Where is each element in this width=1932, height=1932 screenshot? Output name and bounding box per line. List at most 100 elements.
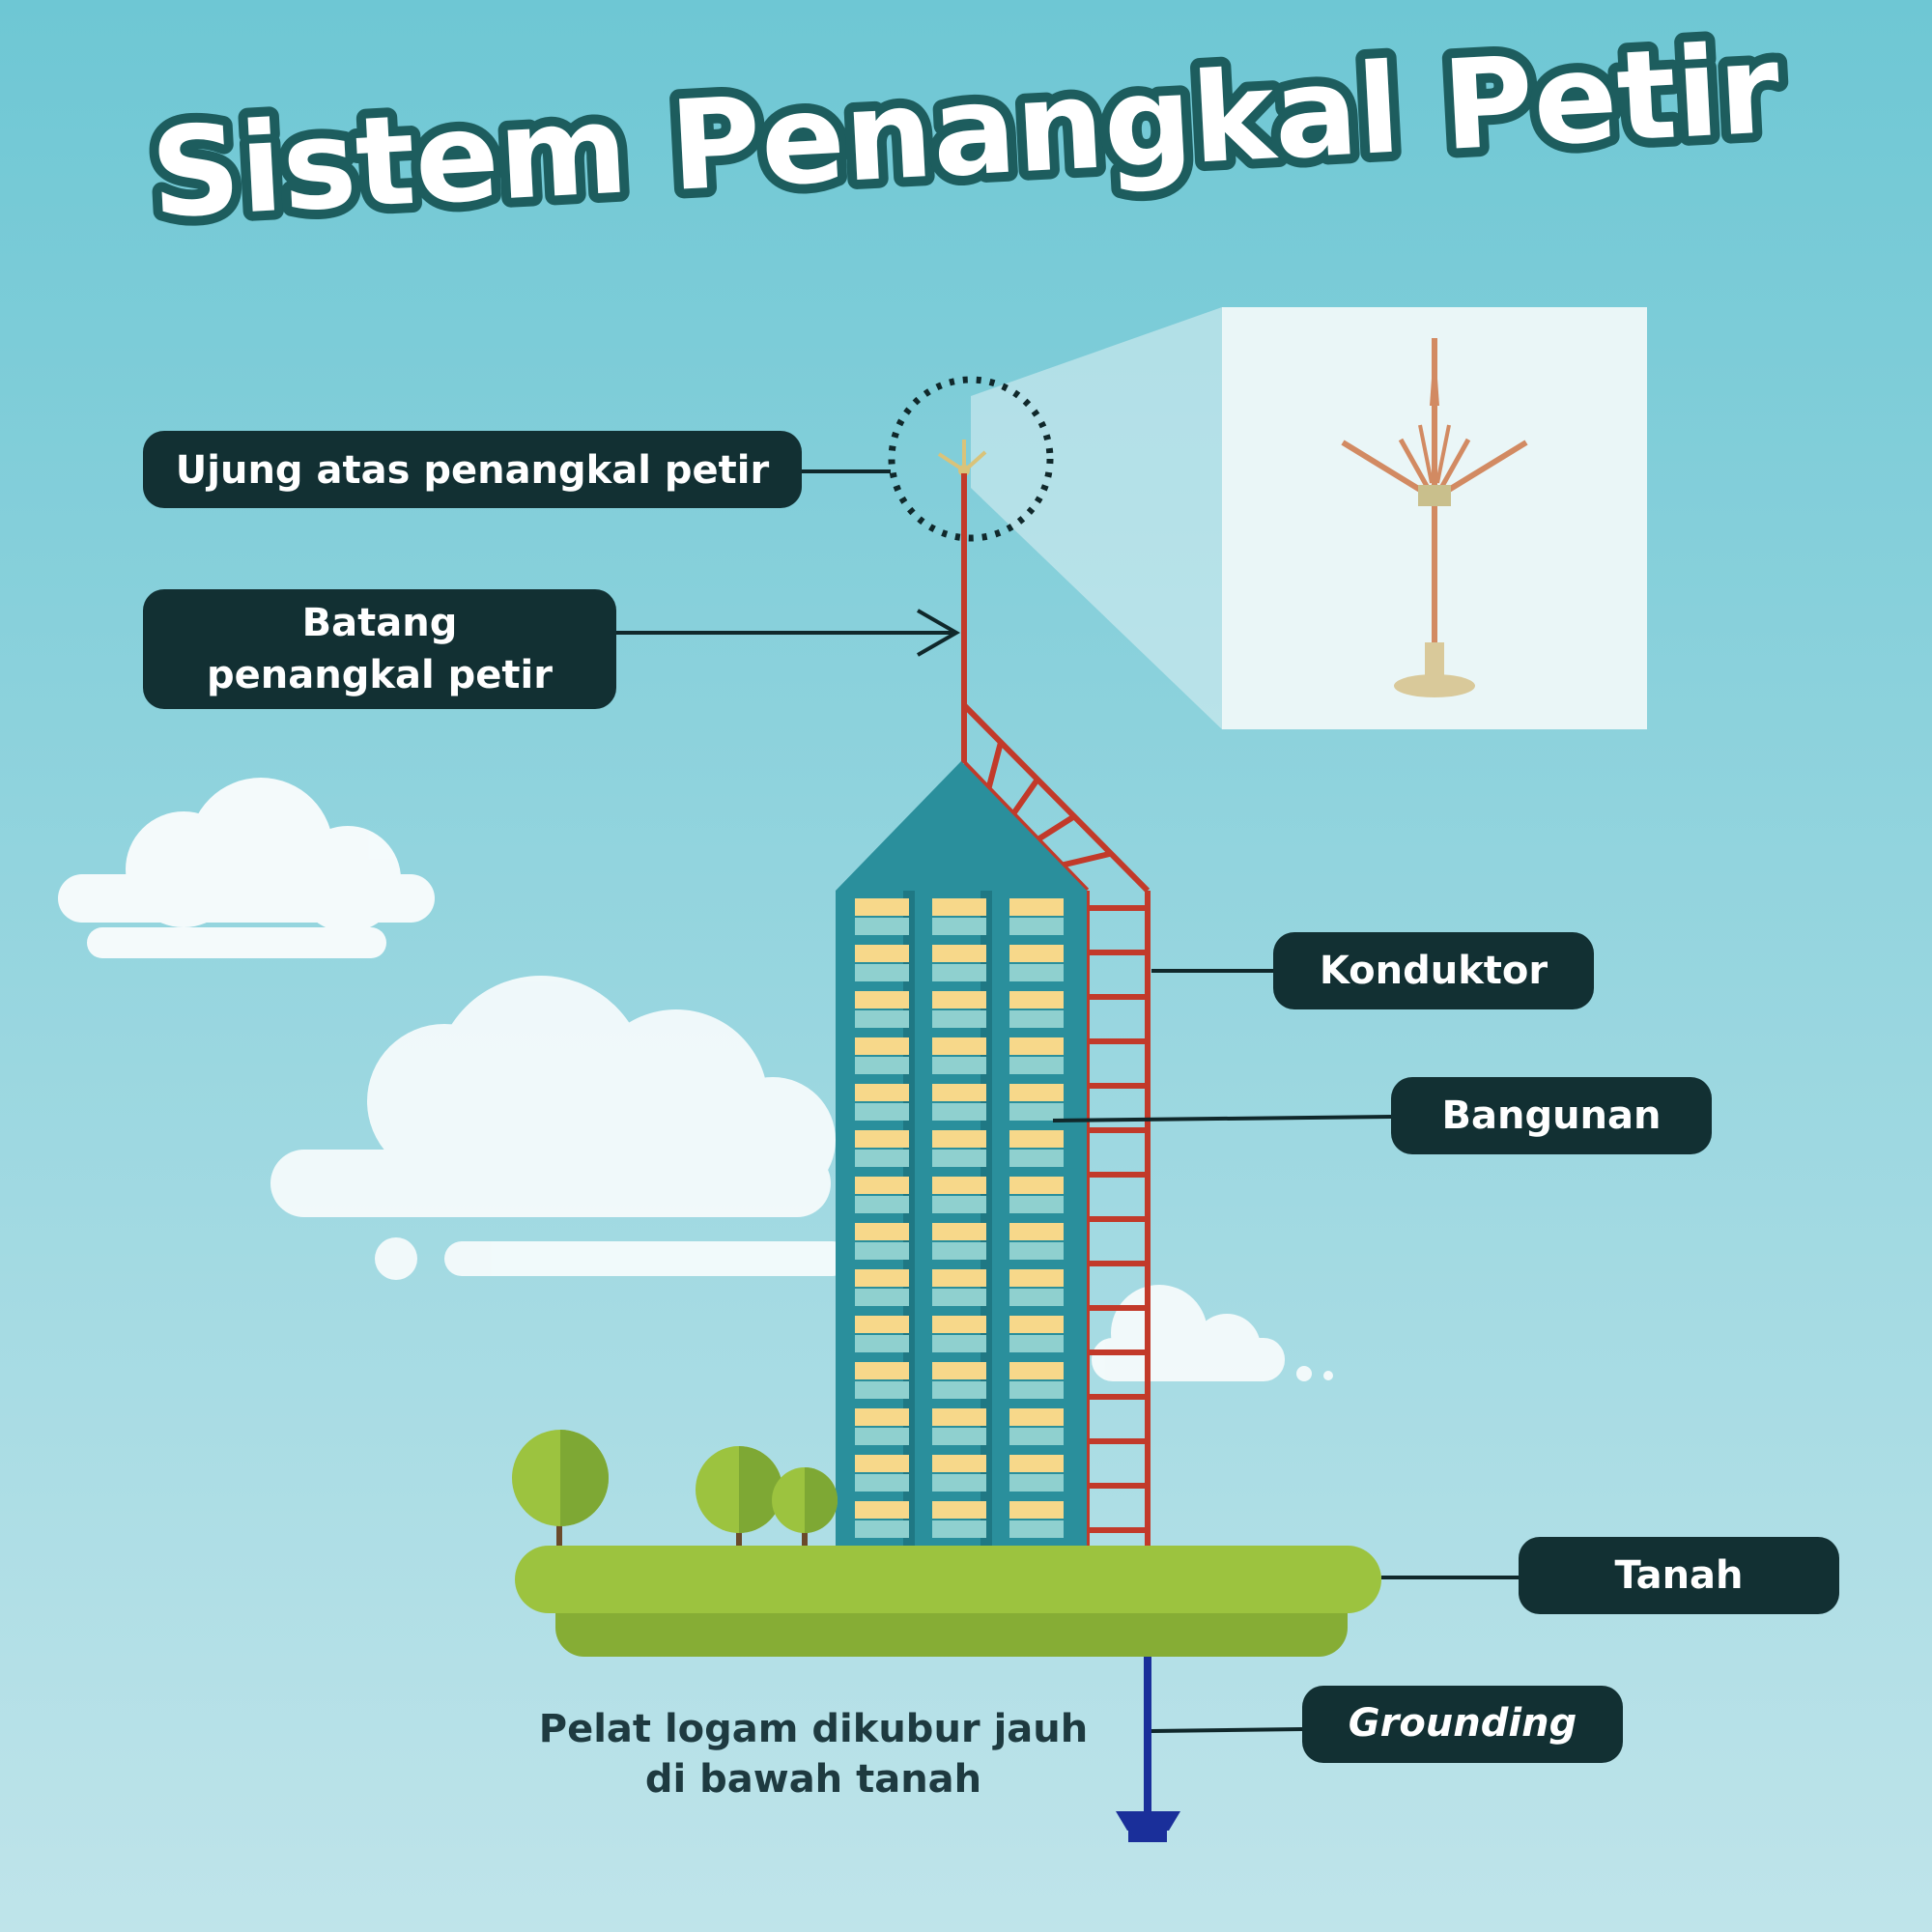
label-rod-text-2: penangkal petir bbox=[207, 653, 553, 697]
window bbox=[932, 1130, 986, 1148]
window bbox=[932, 1408, 986, 1426]
window-glass bbox=[932, 1103, 986, 1121]
window-glass bbox=[932, 1474, 986, 1492]
window bbox=[855, 1455, 909, 1472]
leader-grounding bbox=[1151, 1727, 1303, 1733]
window-glass bbox=[932, 1196, 986, 1213]
window-glass bbox=[855, 964, 909, 981]
label-tip-text: Ujung atas penangkal petir bbox=[176, 448, 770, 493]
window bbox=[1009, 1269, 1064, 1287]
building bbox=[836, 761, 1087, 1548]
cloud-right bbox=[1092, 1285, 1333, 1381]
window-glass bbox=[1009, 1196, 1064, 1213]
label-building: Bangunan bbox=[1391, 1077, 1712, 1154]
window-glass bbox=[855, 918, 909, 935]
window-glass bbox=[1009, 1335, 1064, 1352]
tree-icon bbox=[512, 1430, 609, 1550]
window-glass bbox=[855, 1335, 909, 1352]
caption-line-2: di bawah tanah bbox=[645, 1757, 981, 1802]
label-grounding-text: Grounding bbox=[1349, 1701, 1577, 1746]
window bbox=[1009, 1084, 1064, 1101]
window-glass bbox=[1009, 1103, 1064, 1121]
window bbox=[855, 1362, 909, 1379]
window-glass bbox=[855, 1010, 909, 1028]
window-glass bbox=[855, 1381, 909, 1399]
window-glass bbox=[1009, 1520, 1064, 1538]
label-conductor: Konduktor bbox=[1273, 932, 1594, 1009]
window-glass bbox=[855, 1242, 909, 1260]
window-glass bbox=[1009, 1381, 1064, 1399]
window-glass bbox=[855, 1196, 909, 1213]
label-tip: Ujung atas penangkal petir bbox=[143, 431, 802, 508]
window bbox=[855, 991, 909, 1009]
window bbox=[1009, 1455, 1064, 1472]
window bbox=[932, 945, 986, 962]
window bbox=[1009, 1177, 1064, 1194]
window-glass bbox=[855, 1428, 909, 1445]
window bbox=[1009, 1037, 1064, 1055]
window bbox=[1009, 1362, 1064, 1379]
conductor-rung bbox=[1036, 813, 1076, 842]
window bbox=[855, 1223, 909, 1240]
cloud-left bbox=[58, 778, 435, 958]
window-glass bbox=[855, 1474, 909, 1492]
window bbox=[855, 1037, 909, 1055]
window-glass bbox=[1009, 1474, 1064, 1492]
window-glass bbox=[932, 1289, 986, 1306]
tree-icon bbox=[696, 1446, 782, 1550]
window-glass bbox=[1009, 1242, 1064, 1260]
conductor-rung bbox=[985, 741, 1004, 790]
window bbox=[1009, 991, 1064, 1009]
window bbox=[932, 991, 986, 1009]
window bbox=[1009, 1316, 1064, 1333]
window bbox=[855, 1501, 909, 1519]
window-glass bbox=[932, 1335, 986, 1352]
label-ground: Tanah bbox=[1519, 1537, 1839, 1614]
window bbox=[855, 898, 909, 916]
window-glass bbox=[932, 918, 986, 935]
window bbox=[855, 945, 909, 962]
label-conductor-text: Konduktor bbox=[1320, 949, 1548, 993]
window bbox=[932, 1223, 986, 1240]
window bbox=[1009, 1501, 1064, 1519]
leader-rod-arrow bbox=[616, 609, 961, 657]
window bbox=[932, 898, 986, 916]
label-rod-text-1: Batang bbox=[302, 601, 458, 645]
window bbox=[855, 1130, 909, 1148]
window-glass bbox=[932, 1150, 986, 1167]
window-glass bbox=[855, 1289, 909, 1306]
window bbox=[1009, 898, 1064, 916]
label-rod: Batang penangkal petir bbox=[143, 589, 616, 709]
window-glass bbox=[932, 1520, 986, 1538]
window-glass bbox=[932, 964, 986, 981]
window bbox=[855, 1084, 909, 1101]
window bbox=[932, 1037, 986, 1055]
window bbox=[1009, 1130, 1064, 1148]
window-glass bbox=[1009, 964, 1064, 981]
conductor-rung bbox=[1010, 778, 1040, 816]
window-glass bbox=[932, 1057, 986, 1074]
window-glass bbox=[1009, 1150, 1064, 1167]
window bbox=[932, 1269, 986, 1287]
window bbox=[932, 1501, 986, 1519]
caption-line-1: Pelat logam dikubur jauh bbox=[539, 1707, 1088, 1751]
conductor-rung bbox=[1061, 850, 1112, 868]
window bbox=[932, 1084, 986, 1101]
window-glass bbox=[932, 1428, 986, 1445]
window bbox=[932, 1362, 986, 1379]
window-glass bbox=[932, 1242, 986, 1260]
window bbox=[932, 1177, 986, 1194]
window-glass bbox=[1009, 1057, 1064, 1074]
window-glass bbox=[932, 1010, 986, 1028]
window-glass bbox=[855, 1057, 909, 1074]
window bbox=[1009, 945, 1064, 962]
ground bbox=[515, 1546, 1381, 1657]
window bbox=[1009, 1408, 1064, 1426]
window-glass bbox=[855, 1103, 909, 1121]
label-grounding: Grounding bbox=[1302, 1686, 1623, 1763]
window bbox=[932, 1316, 986, 1333]
window bbox=[855, 1177, 909, 1194]
window-glass bbox=[855, 1150, 909, 1167]
grounding-plate-icon bbox=[1116, 1657, 1180, 1842]
